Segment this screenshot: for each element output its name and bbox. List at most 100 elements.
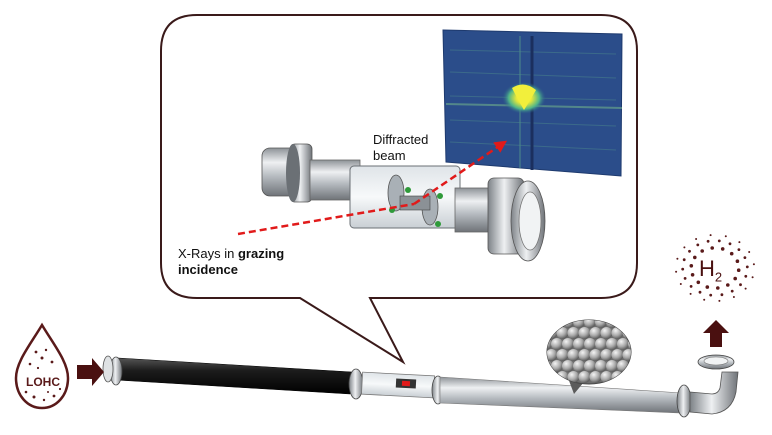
h2-dot <box>718 299 721 302</box>
diffracted-line-2: beam <box>373 148 406 163</box>
pellet-bubble <box>546 319 646 394</box>
h2-dot <box>736 268 741 273</box>
pellet <box>595 360 607 372</box>
h2-dot <box>726 283 730 287</box>
pellet <box>584 360 596 372</box>
pellet <box>547 338 552 350</box>
h2-subscript: 2 <box>714 269 723 285</box>
h2-dot <box>744 287 747 290</box>
h2-dot <box>700 249 704 253</box>
pellet <box>622 349 631 361</box>
diffraction-detector-image <box>442 29 623 177</box>
pellet <box>622 371 631 383</box>
pellet <box>617 338 629 350</box>
h2-dot <box>689 264 694 268</box>
h2-dot <box>730 289 734 293</box>
h2-dot <box>745 265 749 269</box>
h2-dot <box>739 283 742 287</box>
pellet <box>634 349 646 361</box>
pellet <box>595 338 607 350</box>
h2-dot <box>724 235 727 238</box>
h2-label: H2 <box>699 257 722 289</box>
pellet <box>600 327 613 339</box>
pellet <box>567 349 580 361</box>
h2-dot <box>683 246 686 249</box>
pellet <box>606 338 618 350</box>
up-arrow-icon <box>703 320 729 347</box>
lohc-droplet-icon <box>14 322 70 410</box>
xray-line-1: X-Rays in grazing <box>178 246 284 262</box>
pellet <box>573 360 585 372</box>
h2-dot <box>735 259 740 264</box>
h2-dot <box>689 285 693 288</box>
pellet <box>551 360 563 372</box>
pellet <box>547 349 558 361</box>
pellet <box>578 371 591 383</box>
h2-dot <box>679 283 682 285</box>
pellet <box>562 360 574 372</box>
pellet <box>562 338 574 350</box>
diffracted-beam-label: Diffracted beam <box>373 132 428 164</box>
h2-dot <box>693 255 697 260</box>
h2-dot <box>744 274 748 278</box>
xray-label: X-Rays in grazing incidence <box>178 246 284 278</box>
pellet <box>595 320 607 328</box>
h2-dot <box>696 243 700 247</box>
diffracted-line-1: Diffracted <box>373 132 429 147</box>
h2-dot <box>689 292 692 295</box>
pellet <box>573 338 585 350</box>
h2-dot <box>737 248 741 252</box>
pellet <box>589 327 602 339</box>
h2-dot <box>720 247 725 251</box>
h2-dot <box>706 239 710 243</box>
pellet <box>606 320 618 328</box>
h2-dot <box>710 246 714 250</box>
h2-dot <box>682 258 686 262</box>
pellet <box>628 360 631 372</box>
pellet <box>611 349 624 361</box>
h2-dot <box>681 267 685 271</box>
h2-dot <box>709 293 713 297</box>
pellet <box>611 371 624 383</box>
h2-dot <box>728 242 732 246</box>
pellet <box>600 349 613 361</box>
pellet <box>556 349 569 361</box>
h2-dot <box>748 251 751 253</box>
h2-dot <box>698 290 702 294</box>
h2-dot <box>705 285 710 289</box>
diffracted-beam <box>413 140 508 206</box>
pellet <box>611 327 624 339</box>
pellet <box>547 320 552 328</box>
pipeline <box>102 354 739 418</box>
h2-dot <box>752 263 755 266</box>
pellet <box>584 338 596 350</box>
pellet <box>567 371 580 383</box>
pellet <box>606 360 618 372</box>
h2-letter: H <box>699 256 715 281</box>
pellet <box>589 349 602 361</box>
h2-dot <box>683 277 687 280</box>
xray-bold-1: grazing <box>237 246 285 261</box>
pellet <box>547 360 552 372</box>
h2-dot <box>751 276 754 279</box>
h2-dot <box>688 249 691 253</box>
pellet <box>573 320 585 328</box>
pellet <box>628 320 631 328</box>
h2-dot <box>743 256 747 259</box>
xray-line-2: incidence <box>178 262 238 277</box>
pellet <box>551 338 563 350</box>
pellet <box>622 327 631 339</box>
pellet <box>584 320 596 328</box>
h2-dot <box>690 273 695 277</box>
h2-dot <box>709 234 712 237</box>
pellet <box>634 327 646 339</box>
pellet <box>589 371 602 383</box>
h2-dot <box>732 296 735 298</box>
lohc-label: LOHC <box>26 375 60 389</box>
pellet <box>634 371 646 383</box>
flow-arrow-icon <box>77 358 104 386</box>
h2-dot <box>720 293 724 297</box>
xray-prefix: X-Rays in <box>178 246 238 261</box>
pellet <box>556 327 569 339</box>
